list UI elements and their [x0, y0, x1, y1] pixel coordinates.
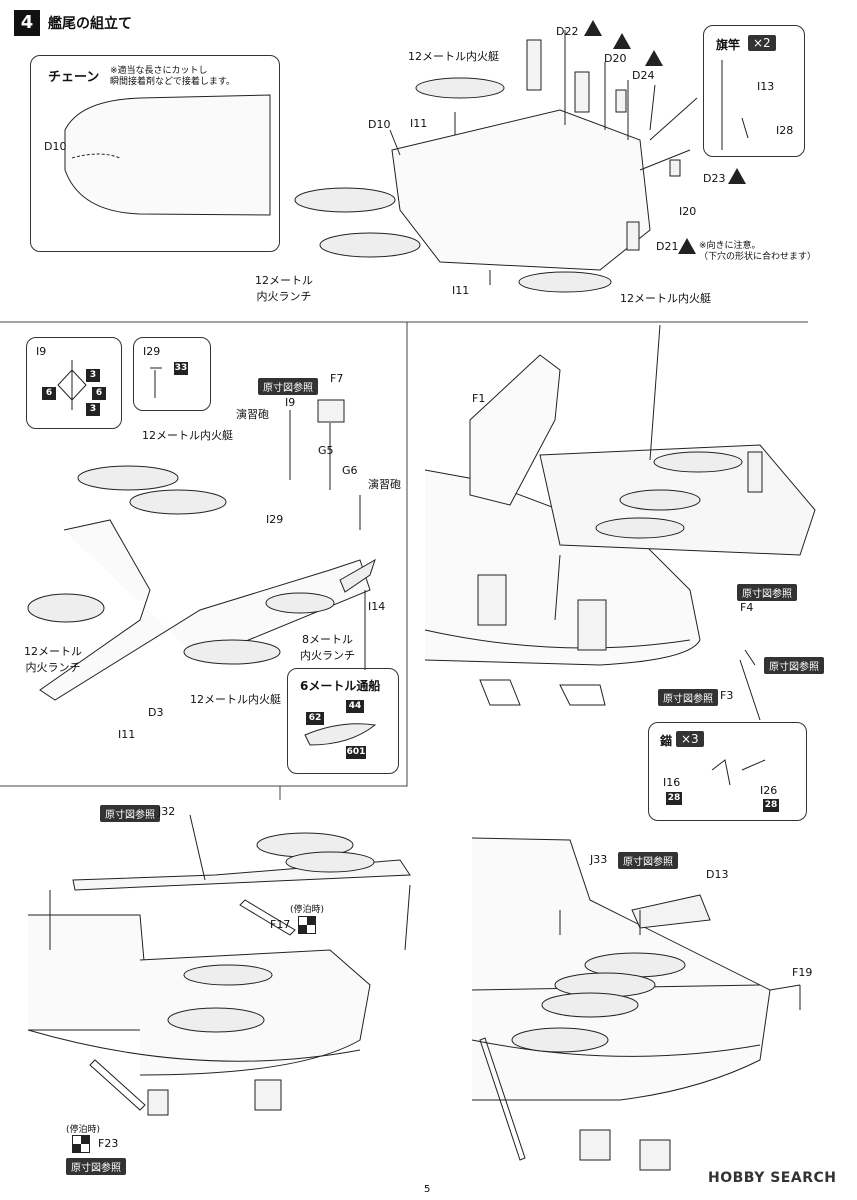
label-f4: F4: [740, 601, 754, 614]
part-number: 28: [666, 792, 682, 805]
part-number: 62: [306, 712, 324, 725]
label-moored-b: (停泊時): [66, 1125, 101, 1135]
ref-tag: 原寸図参照: [258, 378, 318, 395]
label-i9: I9: [285, 396, 296, 409]
label-launch12-ml: 12メートル 内火ランチ: [24, 645, 82, 674]
part-number: 3: [86, 369, 100, 382]
label-drill-gun-b: 演習砲: [368, 478, 401, 491]
part-number: 601: [346, 746, 366, 759]
part-number: 6: [42, 387, 56, 400]
flag-icon: [298, 916, 316, 934]
chain-title: チェーン: [48, 70, 100, 85]
ref-tag: 原寸図参照: [764, 657, 824, 674]
warning-icon: [728, 168, 746, 184]
label-i26: I26: [760, 784, 778, 797]
label-i29: I29: [266, 513, 284, 526]
i29-detail-panel: [133, 337, 211, 411]
part-number: 44: [346, 700, 364, 713]
flagpole-detail-panel: [703, 25, 805, 157]
label-d13: D13: [706, 868, 729, 881]
ref-tag: 原寸図参照: [100, 805, 160, 822]
label-i28: I28: [776, 124, 794, 137]
label-boat12-ml-b: 12メートル内火艇: [190, 693, 281, 706]
label-g6: G6: [342, 464, 358, 477]
label-i13: I13: [757, 80, 775, 93]
anchor-title: 錨: [660, 734, 673, 748]
cutter-detail-panel: [287, 668, 399, 774]
label-boat12-ml-a: 12メートル内火艇: [142, 429, 233, 442]
label-d22: D22: [556, 25, 579, 38]
step-title: 艦尾の組立て: [48, 16, 132, 32]
warning-icon: [584, 20, 602, 36]
chain-note: ※適当な長さにカットし 瞬間接着剤などで接着します。: [110, 66, 235, 87]
label-moored-a: (停泊時): [290, 905, 325, 915]
label-j32: J32: [158, 805, 176, 818]
anchor-detail-panel: [648, 722, 807, 821]
label-f17: F17: [270, 918, 291, 931]
watermark: HOBBY SEARCH: [708, 1170, 837, 1186]
label-i20: I20: [679, 205, 697, 218]
ref-tag: 原寸図参照: [658, 689, 718, 706]
label-f19: F19: [792, 966, 813, 979]
warning-icon: [645, 50, 663, 66]
step-number: 4: [14, 10, 40, 36]
ref-tag: 原寸図参照: [66, 1158, 126, 1175]
label-boat12-top: 12メートル内火艇: [408, 50, 499, 63]
ref-tag: 原寸図参照: [618, 852, 678, 869]
anchor-qty: ×3: [676, 731, 704, 747]
label-d3: D3: [148, 706, 164, 719]
chain-part-label: D10: [44, 140, 67, 153]
label-d20: D20: [604, 52, 627, 65]
label-i9-panel: I9: [36, 345, 47, 358]
part-number: 3: [86, 403, 100, 416]
label-i29-panel: I29: [143, 345, 161, 358]
label-i14: I14: [368, 600, 386, 613]
label-d21: D21: [656, 240, 679, 253]
label-boat12-bottom: 12メートル内火艇: [620, 292, 711, 305]
label-d10: D10: [368, 118, 391, 131]
page-number: 5: [424, 1184, 431, 1195]
warning-icon: [678, 238, 696, 254]
label-i11-ml: I11: [118, 728, 136, 741]
d21-note: ※向きに注意。 （下穴の形状に合わせます）: [699, 241, 817, 262]
label-d23: D23: [703, 172, 726, 185]
label-f7: F7: [330, 372, 344, 385]
flag-icon: [72, 1135, 90, 1153]
part-number: 6: [92, 387, 106, 400]
flagpole-title: 旗竿: [716, 38, 741, 52]
cutter-title: 6メートル通船: [300, 679, 381, 693]
label-d24: D24: [632, 69, 655, 82]
part-number: 28: [763, 799, 779, 812]
ref-tag: 原寸図参照: [737, 584, 797, 601]
label-g5: G5: [318, 444, 334, 457]
chain-detail-panel: [30, 55, 280, 252]
part-number: 33: [174, 362, 188, 375]
label-f23: F23: [98, 1137, 119, 1150]
label-drill-gun-a: 演習砲: [236, 408, 269, 421]
label-f1: F1: [472, 392, 486, 405]
label-launch8: 8メートル 内火ランチ: [300, 633, 355, 662]
label-i11-top: I11: [410, 117, 428, 130]
warning-icon: [613, 33, 631, 49]
i9-detail-panel: [26, 337, 122, 429]
label-f3: F3: [720, 689, 734, 702]
label-i16: I16: [663, 776, 681, 789]
flagpole-qty: ×2: [748, 35, 776, 51]
label-i11-bottom: I11: [452, 284, 470, 297]
label-launch12-top: 12メートル 内火ランチ: [255, 274, 313, 303]
label-j33: J33: [590, 853, 608, 866]
